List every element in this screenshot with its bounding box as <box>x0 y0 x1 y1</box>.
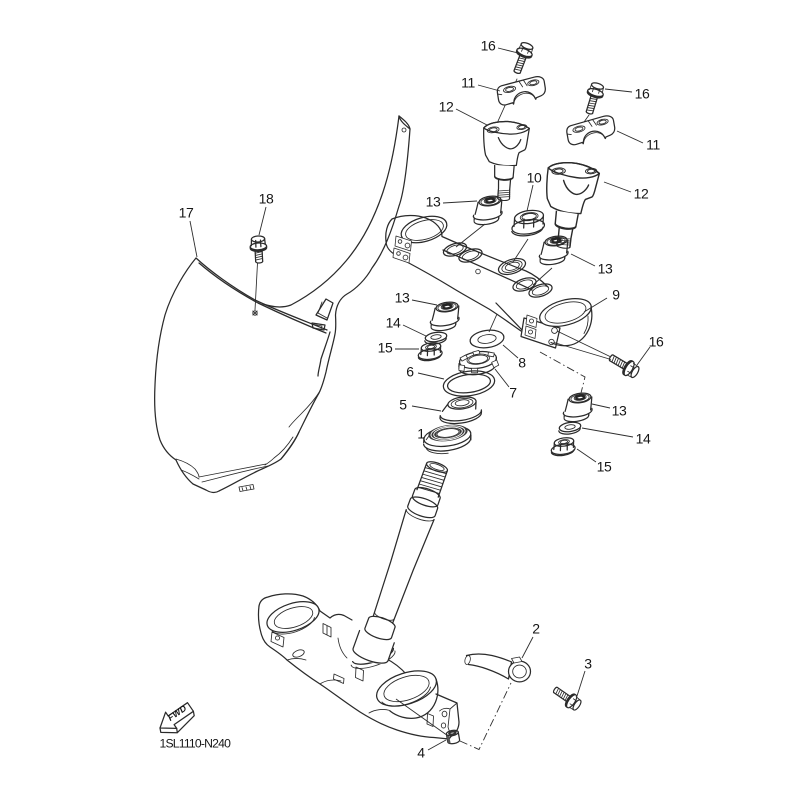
svg-text:14: 14 <box>386 315 401 331</box>
svg-text:16: 16 <box>635 86 650 102</box>
svg-text:10: 10 <box>527 170 542 186</box>
svg-text:17: 17 <box>179 205 194 221</box>
svg-text:16: 16 <box>481 38 496 54</box>
svg-text:15: 15 <box>378 340 393 356</box>
svg-text:5: 5 <box>399 397 407 413</box>
svg-text:7: 7 <box>509 385 517 401</box>
svg-text:12: 12 <box>439 99 454 115</box>
svg-text:15: 15 <box>597 459 612 475</box>
svg-text:8: 8 <box>518 355 526 371</box>
svg-text:13: 13 <box>612 403 627 419</box>
svg-text:4: 4 <box>417 745 425 761</box>
svg-text:13: 13 <box>598 261 613 277</box>
svg-text:6: 6 <box>406 364 414 380</box>
svg-text:9: 9 <box>612 287 620 303</box>
svg-text:11: 11 <box>646 137 660 153</box>
svg-text:1SL1110-N240: 1SL1110-N240 <box>160 737 232 751</box>
svg-text:11: 11 <box>461 75 475 91</box>
svg-text:2: 2 <box>532 621 540 637</box>
svg-text:12: 12 <box>634 186 649 202</box>
svg-text:14: 14 <box>636 431 651 447</box>
svg-text:16: 16 <box>649 334 664 350</box>
svg-text:18: 18 <box>259 191 274 207</box>
svg-text:3: 3 <box>584 656 592 672</box>
svg-text:13: 13 <box>426 194 441 210</box>
svg-text:1: 1 <box>417 426 425 442</box>
svg-text:13: 13 <box>395 290 410 306</box>
